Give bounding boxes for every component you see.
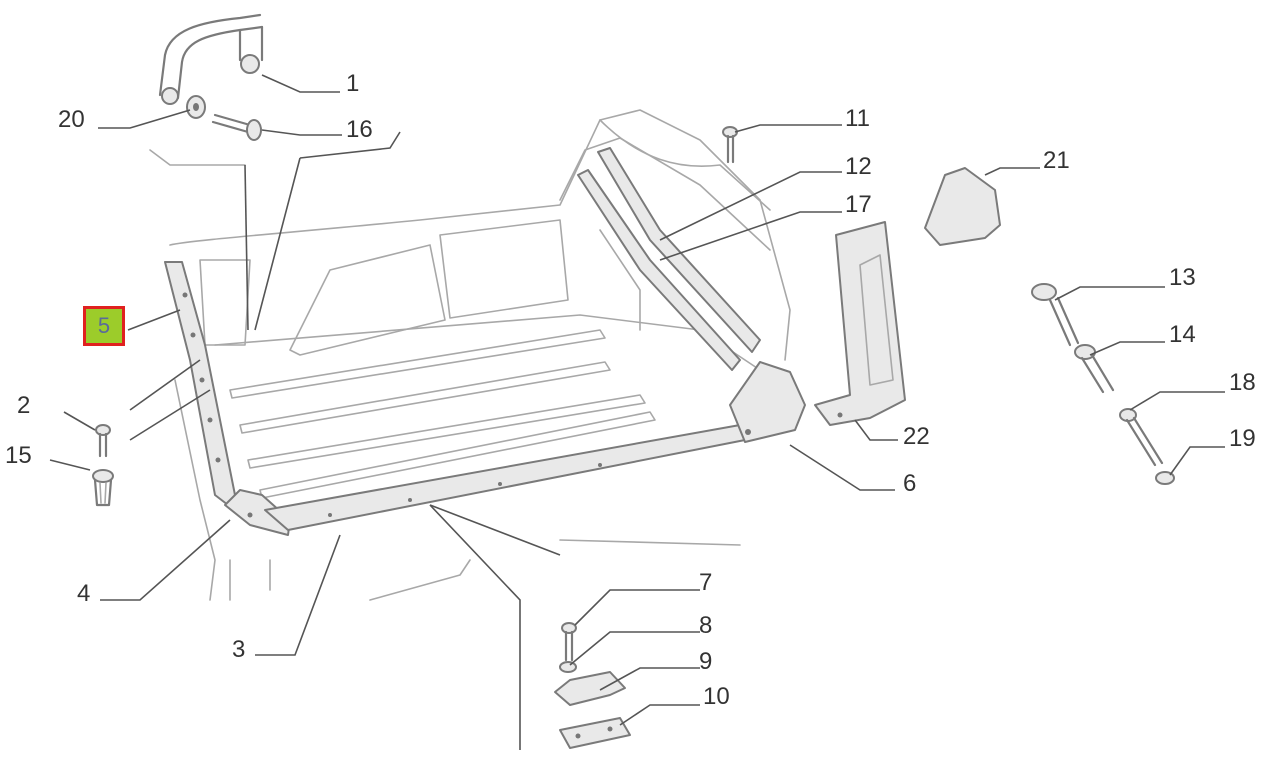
callout-9[interactable]: 9 [699, 648, 713, 675]
part-22-side-panel[interactable] [814, 221, 906, 426]
part-20-washer[interactable] [186, 95, 206, 119]
part-13-bolt[interactable] [1031, 283, 1080, 347]
callout-15[interactable]: 15 [5, 442, 32, 469]
part-8-washer[interactable] [559, 661, 577, 673]
callout-3[interactable]: 3 [232, 636, 246, 663]
part-12-right-rail[interactable] [597, 147, 761, 353]
callout-18[interactable]: 18 [1229, 369, 1256, 396]
callout-5-selected[interactable]: 5 [83, 306, 125, 346]
part-7-screw[interactable] [561, 622, 577, 662]
part-19-washer[interactable] [1155, 471, 1175, 485]
callout-21[interactable]: 21 [1043, 147, 1070, 174]
part-17-inner-rail[interactable] [577, 169, 741, 371]
callout-6[interactable]: 6 [903, 470, 917, 497]
part-2-screw[interactable] [95, 424, 111, 458]
leader-lines [49, 74, 1225, 750]
floor-strips [229, 329, 656, 499]
callout-17[interactable]: 17 [845, 191, 872, 218]
callout-12[interactable]: 12 [845, 153, 872, 180]
callout-13[interactable]: 13 [1169, 264, 1196, 291]
part-9-clip[interactable] [554, 671, 626, 706]
part-6-right-corner[interactable] [729, 361, 806, 443]
callout-19[interactable]: 19 [1229, 425, 1256, 452]
part-11-screw[interactable] [722, 126, 738, 164]
part-16-bolt[interactable] [211, 113, 262, 141]
part-18-bolt[interactable] [1119, 408, 1164, 467]
callout-20[interactable]: 20 [58, 106, 85, 133]
part-15-plug[interactable] [92, 469, 114, 507]
callout-4[interactable]: 4 [77, 580, 91, 607]
part-10-plate[interactable] [559, 717, 631, 749]
callout-22[interactable]: 22 [903, 423, 930, 450]
part-1-handle[interactable] [158, 13, 264, 105]
callout-14[interactable]: 14 [1169, 321, 1196, 348]
callout-1[interactable]: 1 [346, 70, 360, 97]
part-14-spacer[interactable] [1074, 344, 1115, 394]
cargo-bed-body [149, 109, 791, 601]
callout-8[interactable]: 8 [699, 612, 713, 639]
callout-11[interactable]: 11 [845, 105, 870, 132]
callout-7[interactable]: 7 [699, 569, 713, 596]
part-21-cap[interactable] [924, 167, 1001, 246]
callout-2[interactable]: 2 [17, 392, 31, 419]
callout-10[interactable]: 10 [703, 683, 730, 710]
callout-16[interactable]: 16 [346, 116, 373, 143]
